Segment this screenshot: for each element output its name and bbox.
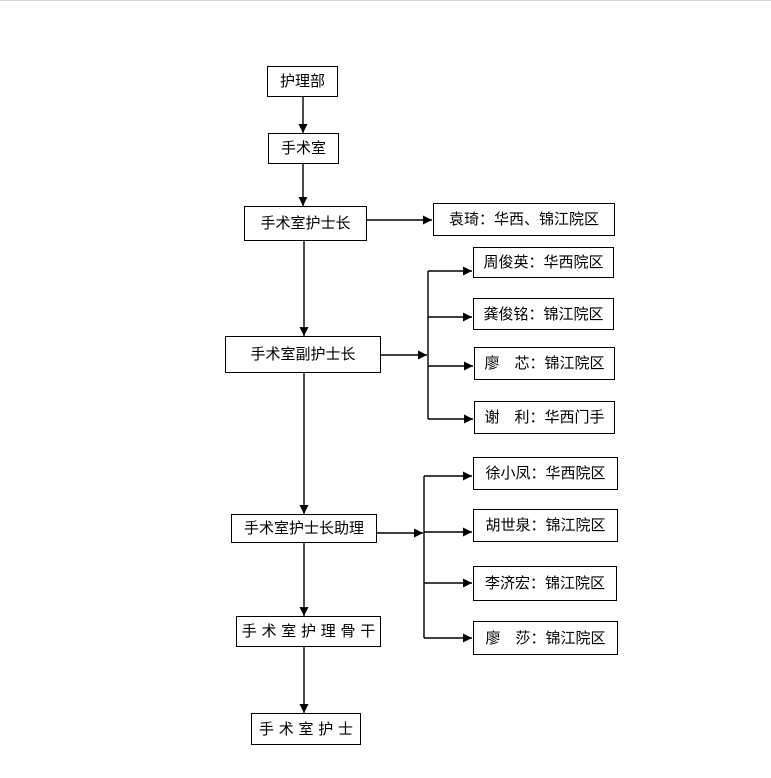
top-divider bbox=[0, 0, 771, 1]
node-nursing-dept: 护理部 bbox=[267, 66, 338, 97]
node-nurse: 手 术 室 护 士 bbox=[251, 713, 361, 745]
node-head-nurse: 手术室护士长 bbox=[244, 206, 367, 241]
person-assistant-4: 廖 莎：锦江院区 bbox=[473, 621, 618, 655]
person-deputy-4: 谢 利：华西门手 bbox=[474, 401, 615, 434]
person-assistant-2: 胡世泉：锦江院区 bbox=[473, 509, 618, 542]
person-deputy-1: 周俊英：华西院区 bbox=[473, 247, 614, 278]
person-assistant-3: 李济宏：锦江院区 bbox=[473, 566, 617, 601]
node-nursing-backbone: 手 术 室 护 理 骨 干 bbox=[236, 616, 381, 647]
node-operating-room: 手术室 bbox=[268, 133, 339, 164]
node-deputy-head-nurse: 手术室副护士长 bbox=[225, 336, 381, 373]
person-deputy-2: 龚俊铭：锦江院区 bbox=[473, 298, 614, 330]
person-head-nurse: 袁琦：华西、锦江院区 bbox=[433, 203, 615, 236]
person-deputy-3: 廖 芯：锦江院区 bbox=[474, 347, 615, 380]
person-assistant-1: 徐小凤：华西院区 bbox=[473, 457, 618, 490]
node-head-nurse-assistant: 手术室护士长助理 bbox=[231, 514, 377, 543]
